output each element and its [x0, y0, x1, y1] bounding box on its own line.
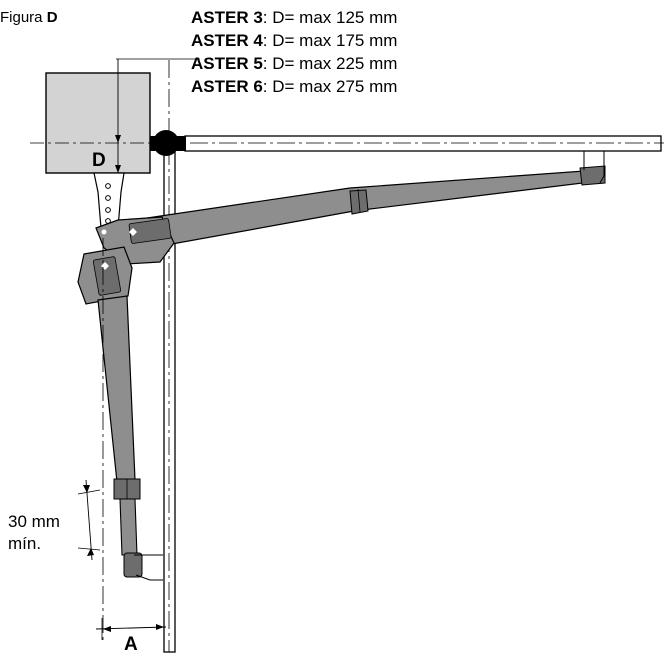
figure-label: Figura D: [0, 9, 58, 26]
spec-aster-6: ASTER 6: D= max 275 mm: [191, 75, 397, 98]
a-label: A: [124, 634, 138, 654]
gate-leaf: [184, 135, 664, 152]
hinge: [146, 130, 186, 156]
spec-model: ASTER 4: [191, 31, 263, 50]
spec-value: : D= max 175 mm: [262, 31, 398, 50]
spec-aster-5: ASTER 5: D= max 225 mm: [191, 52, 397, 75]
spec-value: : D= max 275 mm: [262, 77, 398, 96]
spec-value: : D= max 225 mm: [262, 54, 398, 73]
actuator-open: [95, 151, 606, 265]
figure-prefix: Figura: [0, 9, 43, 26]
spec-model: ASTER 6: [191, 77, 263, 96]
spec-list: ASTER 3: D= max 125 mm ASTER 4: D= max 1…: [191, 6, 397, 98]
spec-model: ASTER 3: [191, 8, 263, 27]
spec-aster-4: ASTER 4: D= max 175 mm: [191, 29, 397, 52]
d-label: D: [92, 150, 106, 171]
masonry-pillar: [30, 72, 151, 174]
spec-model: ASTER 5: [191, 54, 263, 73]
spec-value: : D= max 125 mm: [262, 8, 398, 27]
a-dimension: A: [95, 618, 167, 654]
spec-aster-3: ASTER 3: D= max 125 mm: [191, 6, 397, 29]
min-dimension: 30 mm mín.: [8, 479, 101, 561]
min-suffix-label: mín.: [8, 534, 41, 553]
figure-letter: D: [46, 9, 58, 26]
d-dimension: D: [92, 58, 200, 173]
actuator-closed: [77, 246, 163, 581]
min-value-label: 30 mm: [8, 512, 60, 531]
